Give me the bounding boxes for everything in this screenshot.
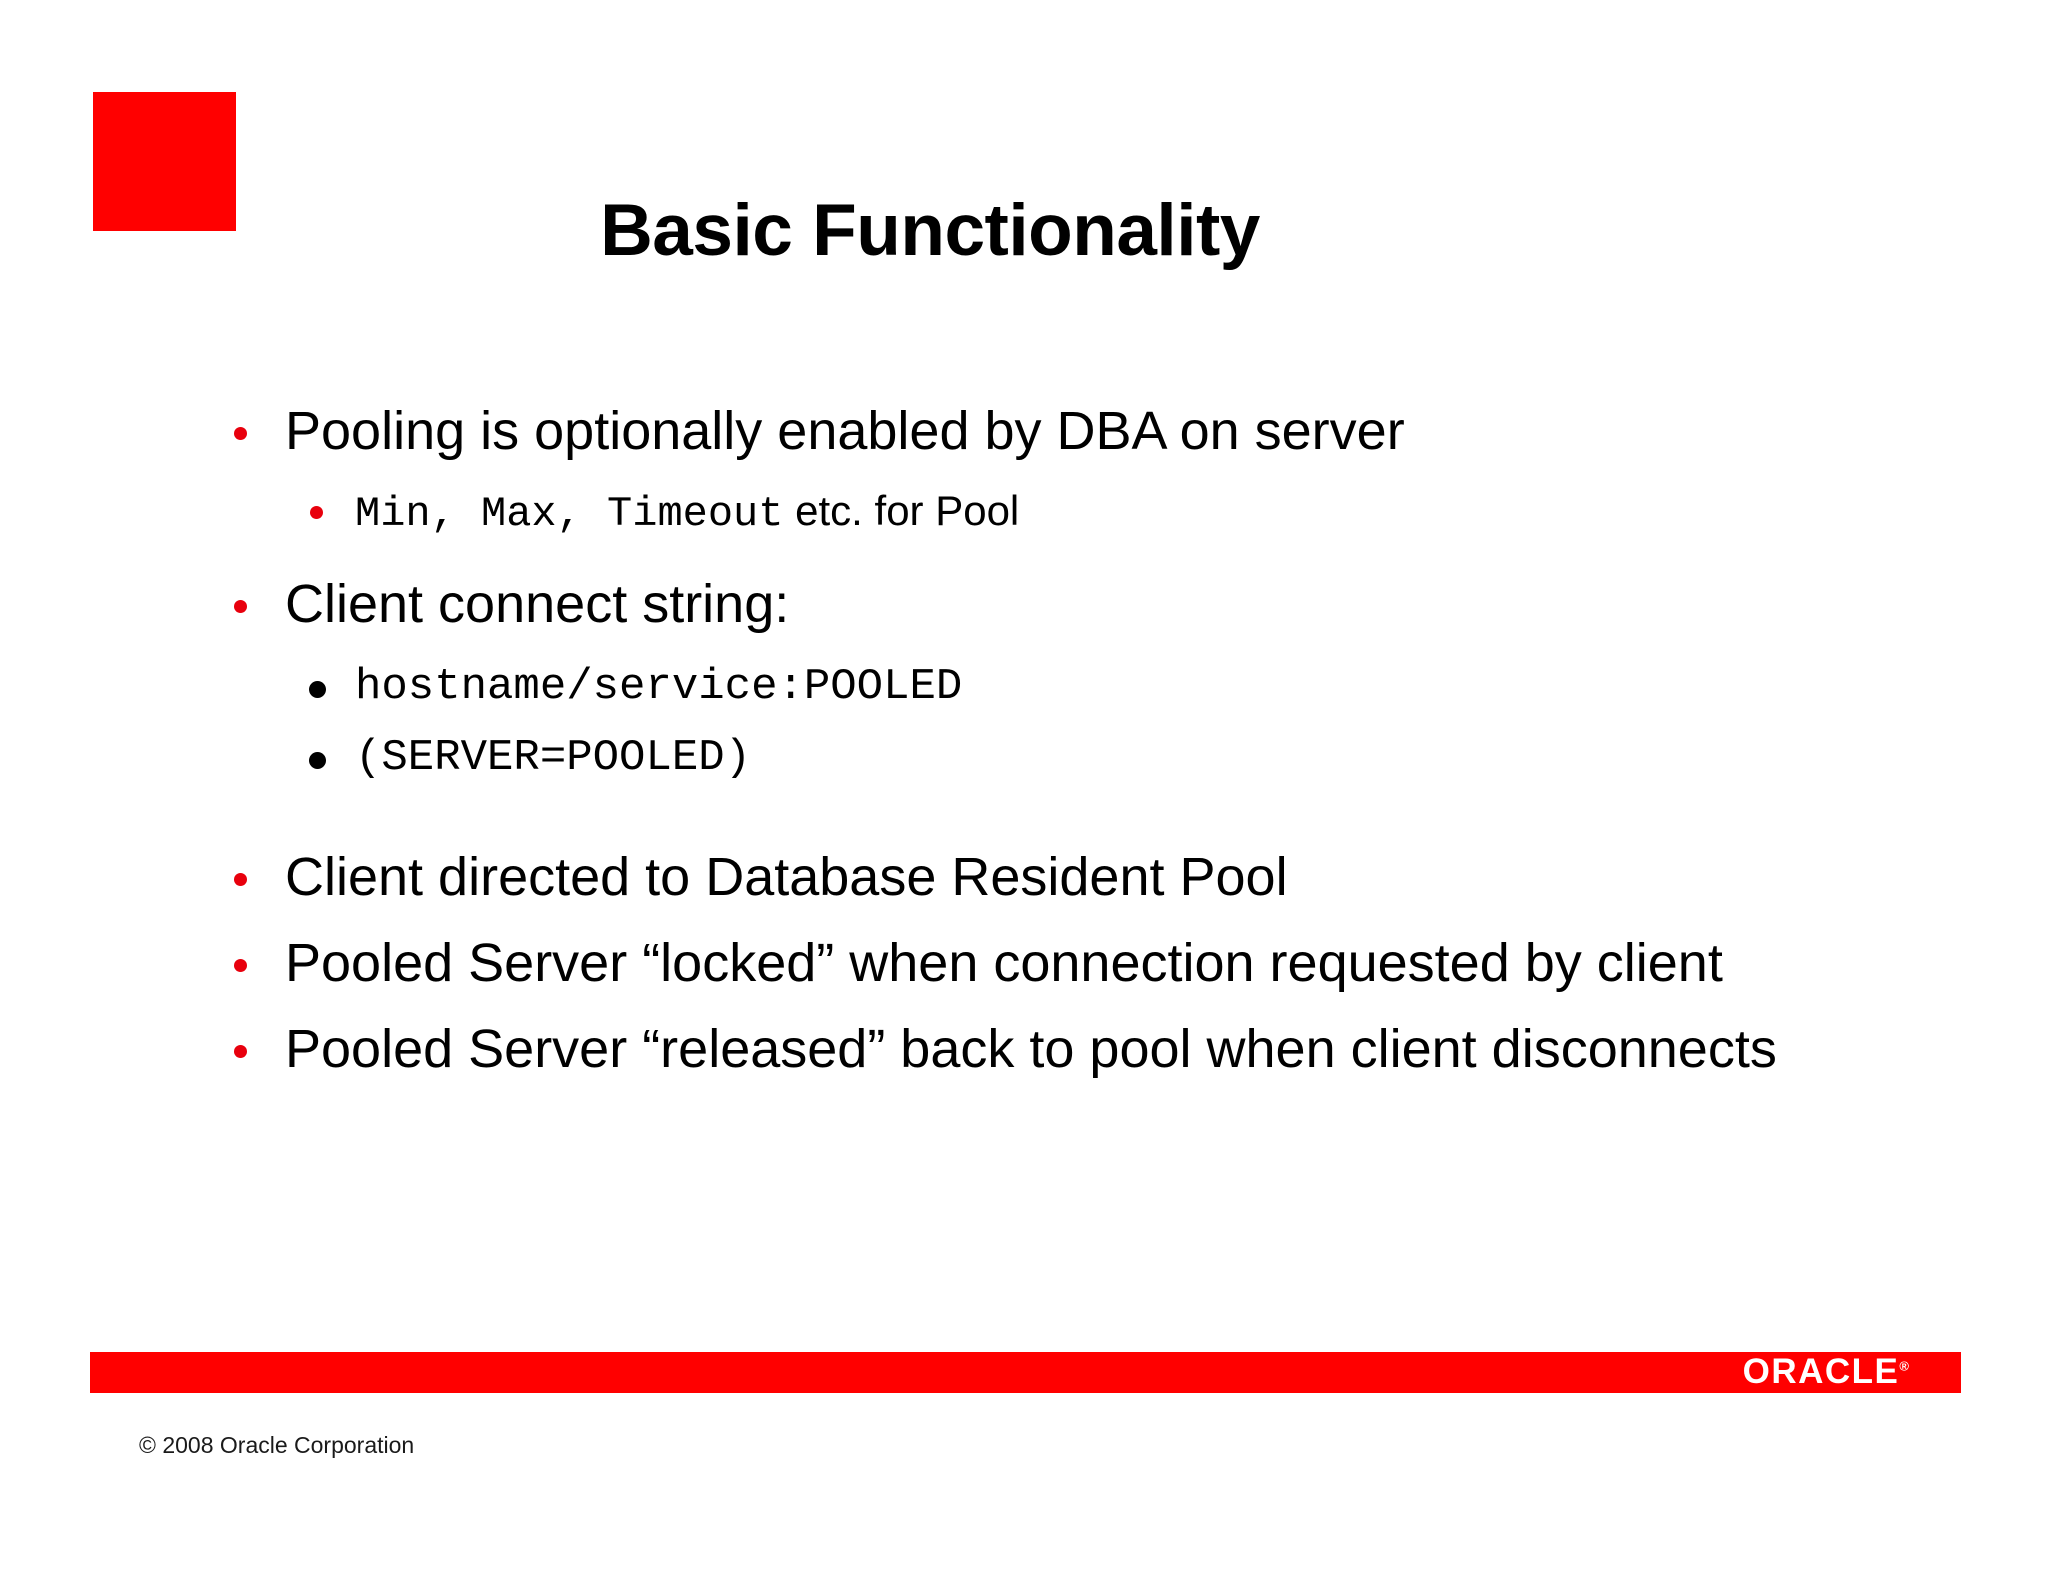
bullet-text: Client directed to Database Resident Poo… [285, 847, 1288, 908]
bullet-text: Client connect string: [285, 574, 790, 635]
oracle-logo-text: ORACLE [1742, 1351, 1900, 1391]
bullet-item: Pooling is optionally enabled by DBA on … [0, 400, 2048, 464]
spacer [0, 784, 2048, 846]
page-title: Basic Functionality [300, 194, 1800, 267]
spacer [0, 916, 2048, 932]
bullet-text: Pooled Server “locked” when connection r… [285, 933, 1723, 994]
bullet-text: Pooled Server “released” back to pool wh… [285, 1018, 1777, 1079]
bullet-item: Client connect string: [0, 573, 2048, 637]
bullet-dot-icon [234, 959, 247, 973]
sub-bullet-item: hostname/service:POOLED [0, 659, 2048, 714]
footer-bar: ORACLE® [90, 1352, 1961, 1393]
copyright-text: © 2008 Oracle Corporation [139, 1432, 415, 1458]
spacer [0, 714, 2048, 730]
bullet-dot-icon [309, 680, 326, 698]
sub-bullet-code-text: (SERVER=POOLED) [355, 732, 752, 783]
bullet-item: Pooled Server “released” back to pool wh… [0, 1018, 2048, 1082]
spacer [0, 1002, 2048, 1018]
bullet-dot-icon [234, 1044, 247, 1058]
spacer [0, 470, 2048, 486]
bullet-dot-icon [234, 600, 247, 614]
bullet-dot-icon [310, 505, 323, 519]
brand-accent-square [93, 92, 236, 231]
bullet-text: Pooling is optionally enabled by DBA on … [285, 401, 1405, 461]
oracle-logo: ORACLE® [1743, 1352, 1909, 1392]
page-title-text: Basic Functionality [600, 190, 1260, 271]
bullet-dot-icon [234, 427, 247, 440]
bullet-dot-icon [309, 751, 326, 769]
spacer [0, 643, 2048, 659]
bullet-item: Client directed to Database Resident Poo… [0, 846, 2048, 910]
slide-body: Pooling is optionally enabled by DBA on … [0, 400, 2048, 1088]
bullet-dot-icon [234, 873, 247, 887]
sub-bullet-code-text: hostname/service:POOLED [355, 661, 963, 712]
bullet-item: Pooled Server “locked” when connection r… [0, 932, 2048, 996]
sub-bullet-text: etc. for Pool [783, 486, 1020, 534]
registered-trademark-icon: ® [1899, 1358, 1909, 1374]
sub-bullet-code-text: Min, Max, Timeout [355, 489, 784, 538]
spacer [0, 539, 2048, 573]
sub-bullet-item: Min, Max, Timeout etc. for Pool [0, 486, 2048, 539]
sub-bullet-item: (SERVER=POOLED) [0, 730, 2048, 785]
